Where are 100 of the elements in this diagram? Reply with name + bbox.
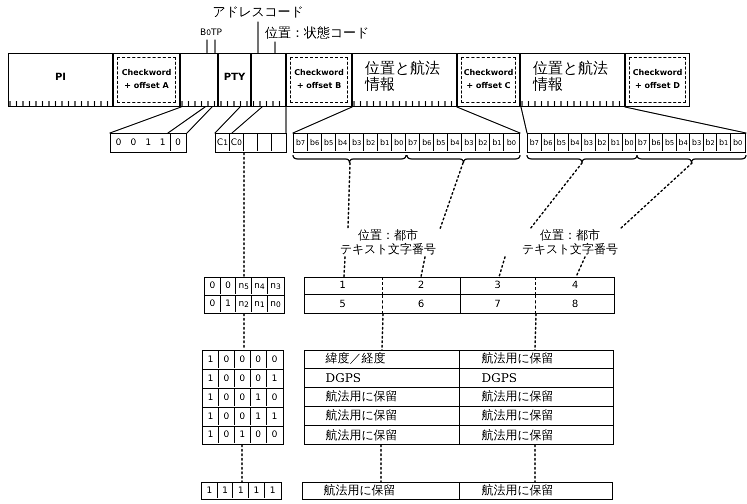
dotted-line — [243, 152, 245, 278]
bit-cell-text: 1 — [144, 136, 152, 150]
bit-cell: 0 — [218, 351, 235, 368]
bit-cell: 1 — [250, 389, 266, 406]
table-cell: 緯度／経度 — [304, 350, 460, 368]
bit-row — [201, 482, 282, 500]
bit-cell-text: 0 — [174, 136, 182, 150]
dotted-line — [439, 162, 464, 230]
table-cell: 航法用に保留 — [302, 482, 460, 500]
leader-line — [257, 21, 259, 54]
field-label: アドレスコード — [203, 4, 313, 22]
connector-line — [456, 106, 521, 134]
table-cell: 航法用に保留 — [460, 350, 614, 368]
bit-cell: 1 — [203, 351, 219, 368]
connector-line — [285, 106, 287, 134]
field-label: 位置：状態コード — [262, 26, 372, 42]
leader-line — [214, 39, 216, 54]
bit-row — [202, 350, 284, 370]
connector-line — [520, 106, 528, 134]
bit-cell: 1 — [203, 427, 219, 444]
table-cell: 航法用に保留 — [460, 482, 612, 500]
bit-row — [110, 133, 187, 153]
table-cell: 航法用に保留 — [460, 406, 614, 426]
bit-cell: 0 — [234, 408, 251, 426]
checkword-block: Checkword + offset C — [457, 53, 520, 107]
dotted-line — [241, 444, 243, 483]
bit-cell-text: 0 — [114, 136, 122, 150]
bit-cell: 0 — [250, 351, 266, 368]
dotted-line — [498, 256, 506, 278]
table-cell: 5 — [304, 295, 382, 314]
table-cell: 航法用に保留 — [304, 426, 460, 444]
dotted-line — [619, 162, 693, 230]
bit-cell: 0 — [218, 389, 235, 406]
bit-cell: 0 — [205, 278, 221, 294]
bar-segment: PI — [8, 53, 113, 107]
bit-row — [204, 277, 285, 296]
bar-segment: 位置と航法情報 — [520, 53, 625, 107]
table-cell: 4 — [536, 276, 614, 295]
connector-line — [214, 106, 241, 134]
connector-line — [624, 106, 747, 134]
bit-cell: 1 — [234, 427, 251, 444]
leader-line — [206, 39, 208, 54]
dotted-line — [380, 444, 382, 483]
bit-row — [527, 133, 746, 153]
bar-segment — [251, 53, 286, 107]
bit-row — [293, 133, 520, 153]
checkword-block: Checkword + offset D — [625, 53, 690, 107]
table-cell: DGPS — [304, 368, 460, 388]
dotted-line — [347, 162, 351, 230]
bit-row — [204, 295, 285, 314]
dotted-line — [529, 162, 583, 230]
bit-cell: 0 — [205, 296, 221, 312]
table-cell: 3 — [460, 276, 536, 295]
table-cell: 航法用に保留 — [460, 388, 614, 406]
table-cell: 7 — [460, 295, 536, 314]
connector-line — [292, 106, 353, 134]
bit-cell: 1 — [220, 296, 236, 312]
bit-cell-text: 1 — [270, 372, 278, 386]
dotted-line — [381, 313, 384, 351]
bit-cell-text: 1 — [270, 410, 278, 424]
bit-cell: 1 — [202, 483, 218, 498]
bit-cell-text: 1 — [268, 484, 276, 498]
bit-cell: 0 — [220, 278, 236, 294]
dotted-line — [534, 313, 537, 351]
connector-line — [186, 106, 213, 134]
bit-cell: 1 — [203, 408, 219, 426]
bit-row — [202, 426, 284, 445]
table-cell: 6 — [382, 295, 460, 314]
bit-row — [215, 133, 287, 153]
bit-cell: 0 — [250, 427, 266, 444]
bit-cell-text: 0 — [270, 392, 278, 405]
bit-cell: 0 — [218, 408, 235, 426]
bit-cell: 1 — [233, 483, 250, 498]
leader-line — [274, 41, 276, 54]
checkword-block: Checkword + offset B — [286, 53, 352, 107]
bit-cell: 0 — [250, 370, 266, 388]
dotted-line — [575, 256, 586, 278]
bit-cell: 1 — [218, 483, 234, 498]
bit-row — [202, 369, 284, 389]
bit-row — [202, 407, 284, 427]
bar-segment: PTY — [218, 53, 251, 107]
field-label: 位置：都市テキスト文字番号 — [500, 229, 640, 257]
bit-row — [202, 388, 284, 408]
bit-cell: 0 — [234, 389, 251, 406]
table-frame — [302, 482, 613, 500]
dotted-line — [343, 256, 346, 278]
field-label: 位置：都市テキスト文字番号 — [318, 229, 458, 257]
connector-line — [109, 106, 182, 134]
bit-cell: 1 — [203, 389, 219, 406]
connector-line — [231, 106, 263, 134]
bit-cell-text: 0 — [129, 136, 138, 150]
bar-segment — [180, 53, 218, 107]
bit-cell-text: 0 — [270, 429, 278, 442]
bit-cell: 1 — [250, 408, 266, 426]
bit-cell-text: 0 — [270, 354, 278, 367]
bar-segment: 位置と航法情報 — [352, 53, 457, 107]
table-frame — [304, 350, 614, 445]
connector-line — [167, 106, 206, 134]
table-cell: 航法用に保留 — [304, 388, 460, 406]
checkword-block: Checkword + offset A — [113, 53, 180, 107]
